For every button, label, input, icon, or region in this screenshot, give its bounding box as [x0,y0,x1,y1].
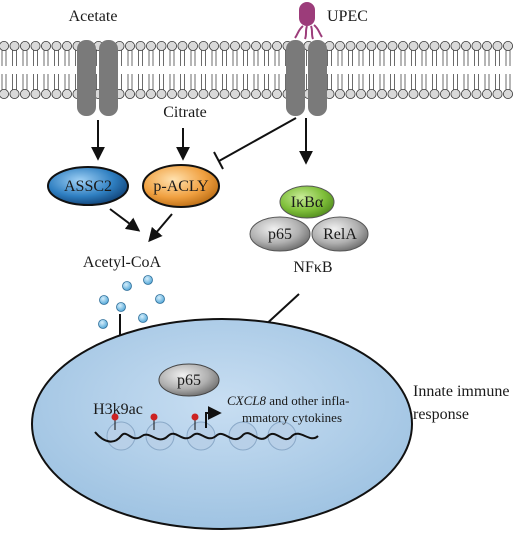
acetyl-mark [150,413,158,421]
cytokines-line2: mmatory cytokines [242,410,342,425]
acetyl-coa-label: Acetyl-CoA [83,254,162,271]
dna-strand [94,431,319,443]
inhibition-bar [213,151,224,170]
innate-response-line1: Innate immune [413,383,509,400]
nucleus [31,318,413,530]
upec-receptor [286,40,327,116]
cxcl8-gene: CXCL8 [227,393,267,408]
nucleosome [145,421,175,451]
h3k9ac-label: H3k9ac [93,401,143,418]
nfkb-label: NFκB [293,259,332,276]
upec-inhibits-acly-line [218,117,297,162]
nfkb-complex: IκBα p65 RelA [249,185,369,252]
ikba-label: IκBα [291,194,324,211]
chromatin [94,406,319,451]
acetylation-marks [111,413,199,430]
assc2-label: ASSC2 [64,178,112,195]
acetate-label: Acetate [69,8,118,25]
acetyl-mark [111,413,119,421]
transcription-start-arrow [205,406,222,428]
cell-membrane [0,41,513,100]
acetate-transporter [77,40,118,116]
nuclear-p65-label: p65 [177,372,201,389]
cxcl8-rest: and other infla- [266,393,349,408]
assc2-enzyme: ASSC2 [47,166,129,206]
citrate-label: Citrate [163,104,207,121]
upec-bacterium-icon [294,2,323,40]
acly-to-acetylcoa-arrow [148,213,173,243]
nucleosomes [106,421,297,451]
nuclear-p65: p65 [158,363,220,397]
p65-label: p65 [268,226,292,243]
p-acly-enzyme: p-ACLY [142,164,220,208]
p-acly-label: p-ACLY [153,178,209,195]
upec-label: UPEC [327,8,368,25]
assc2-to-acetylcoa-arrow [109,208,141,232]
cxcl8-text: CXCL8 and other infla- [227,393,349,408]
innate-response-line2: response [413,406,469,423]
acetyl-coa-molecules [98,275,165,329]
rela-label: RelA [323,226,357,243]
acetyl-mark [191,413,199,421]
